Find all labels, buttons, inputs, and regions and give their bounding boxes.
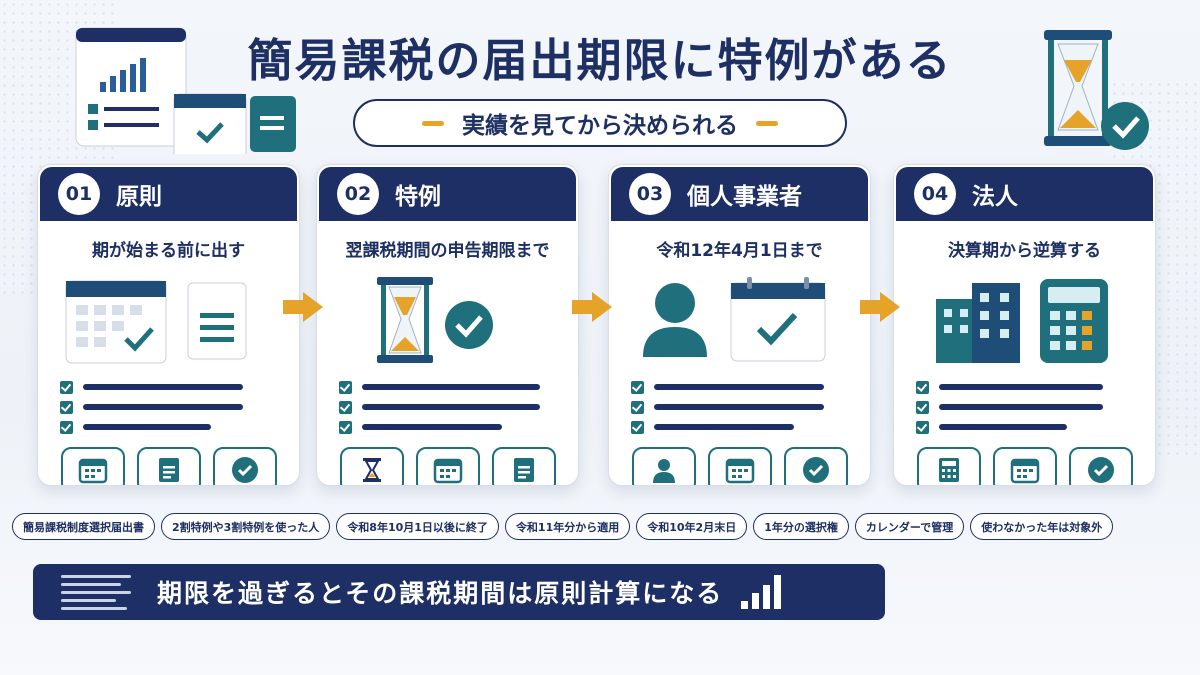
- bar-chart-icon: [741, 575, 782, 609]
- card-number: 03: [629, 173, 671, 215]
- card-icon-row: [38, 447, 299, 485]
- tag: 2割特例や3割特例を使った人: [161, 513, 331, 540]
- checkbox-icon: [916, 420, 929, 434]
- checkbox-icon: [339, 400, 352, 414]
- check-line: [939, 404, 1103, 410]
- card-art: [317, 269, 578, 369]
- card-subtitle: 令和12年4月1日まで: [656, 241, 823, 261]
- check-line: [654, 404, 824, 410]
- tag: 令和10年2月末日: [636, 513, 748, 540]
- tag: カレンダーで管理: [854, 513, 965, 540]
- calendar-icon: [707, 447, 772, 485]
- card-subtitle: 決算期から逆算する: [948, 241, 1101, 261]
- checklist: [60, 377, 299, 437]
- tag: 簡易課税制度選択届出書: [12, 513, 155, 540]
- card-principle: 01 原則 期が始まる前に出す: [37, 164, 300, 486]
- card-label: 個人事業者: [687, 184, 802, 210]
- check-icon: [1068, 447, 1133, 485]
- person-icon: [631, 447, 696, 485]
- checkbox-icon: [60, 400, 73, 414]
- document-icon: [136, 447, 201, 485]
- calculator-icon: [916, 447, 981, 485]
- card-subtitle: 期が始まる前に出す: [92, 241, 245, 261]
- card-number: 02: [337, 173, 379, 215]
- card-number: 04: [914, 173, 956, 215]
- check-line: [362, 424, 502, 430]
- card-corporation: 04 法人 決算期から逆算する: [893, 164, 1156, 486]
- report-calendar-illustration: [75, 27, 296, 154]
- checklist: [339, 377, 578, 437]
- orange-dash-left: [422, 120, 444, 126]
- card-number: 01: [58, 173, 100, 215]
- check-line: [83, 424, 211, 430]
- card-icon-row: [894, 447, 1155, 485]
- arrow-right-icon: [860, 292, 900, 322]
- card-subtitle: 翌課税期間の申告期限まで: [345, 241, 550, 261]
- check-icon: [783, 447, 848, 485]
- calendar-document-art: [65, 280, 247, 364]
- hourglass-check-art: [377, 277, 493, 363]
- checklist: [916, 377, 1155, 437]
- checkbox-icon: [339, 420, 352, 434]
- card-icon-row: [609, 447, 870, 485]
- page-title: 簡易課税の届出期限に特例がある: [247, 34, 953, 87]
- card-sole-proprietor: 03 個人事業者 令和12年4月1日まで: [608, 164, 871, 486]
- subtitle: 実績を見てから決められる: [462, 113, 738, 139]
- checkbox-icon: [916, 400, 929, 414]
- arrow-right-icon: [572, 292, 612, 322]
- checklist: [631, 377, 870, 437]
- card-label: 原則: [116, 184, 162, 210]
- checkbox-icon: [631, 400, 644, 414]
- card-header: 02 特例: [319, 167, 576, 221]
- checkbox-icon: [631, 420, 644, 434]
- card-art: [38, 269, 299, 369]
- tag: 令和11年分から適用: [504, 513, 631, 540]
- tag: 令和8年10月1日以後に終了: [336, 513, 499, 540]
- card-header: 03 個人事業者: [611, 167, 868, 221]
- check-line: [83, 384, 243, 390]
- bottom-message: 期限を過ぎるとその課税期間は原則計算になる: [157, 579, 724, 608]
- checkbox-icon: [339, 380, 352, 394]
- check-line: [362, 404, 540, 410]
- check-line: [654, 384, 824, 390]
- checkbox-icon: [60, 420, 73, 434]
- checkbox-icon: [60, 380, 73, 394]
- check-icon: [212, 447, 277, 485]
- card-art: [894, 269, 1155, 369]
- card-header: 04 法人: [896, 167, 1153, 221]
- calendar-icon: [60, 447, 125, 485]
- card-icon-row: [317, 447, 578, 485]
- building-calculator-art: [936, 279, 1108, 363]
- check-line: [939, 424, 1067, 430]
- card-exception: 02 特例 翌課税期間の申告期限まで: [316, 164, 579, 486]
- tag: 使わなかった年は対象外: [970, 513, 1114, 540]
- calendar-icon: [992, 447, 1057, 485]
- check-line: [83, 404, 243, 410]
- hourglass-icon: [339, 447, 404, 485]
- checkbox-icon: [916, 380, 929, 394]
- checkbox-icon: [631, 380, 644, 394]
- document-icon: [491, 447, 556, 485]
- hourglass-check-illustration: [1044, 30, 1149, 150]
- bottom-banner: 期限を過ぎるとその課税期間は原則計算になる: [33, 564, 885, 620]
- keyword-tags: 簡易課税制度選択届出書 2割特例や3割特例を使った人 令和8年10月1日以後に終…: [12, 513, 1114, 540]
- card-header: 01 原則: [40, 167, 297, 221]
- check-line: [939, 384, 1103, 390]
- tag: 1年分の選択権: [753, 513, 849, 540]
- person-calendar-art: [643, 277, 826, 362]
- check-line: [654, 424, 794, 430]
- card-art: [609, 269, 870, 369]
- calendar-icon: [415, 447, 480, 485]
- subtitle-pill: 実績を見てから決められる: [353, 99, 847, 147]
- check-line: [362, 384, 540, 390]
- card-label: 特例: [395, 184, 441, 210]
- speed-lines-icon: [61, 570, 131, 615]
- card-label: 法人: [972, 184, 1018, 210]
- orange-dash-right: [756, 120, 778, 126]
- arrow-right-icon: [283, 292, 323, 322]
